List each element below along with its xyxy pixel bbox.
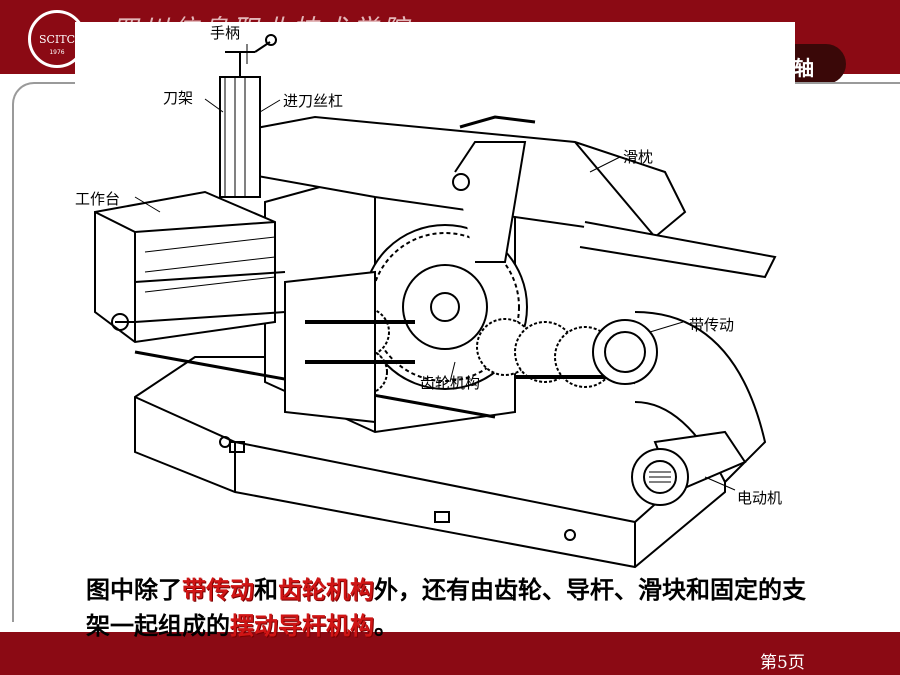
caption-part-4: 。 (374, 612, 398, 640)
caption-part-2: 和 (254, 576, 278, 604)
caption-part-1: 图中除了 (86, 576, 182, 604)
label-gear-mechanism: 齿轮机构 (420, 374, 481, 392)
label-belt-drive: 带传动 (689, 316, 735, 334)
shaper-drawing (94, 34, 777, 569)
caption-highlight-belt-drive: 带传动 (182, 576, 254, 604)
label-motor: 电动机 (737, 489, 783, 507)
label-ram: 滑枕 (623, 148, 654, 166)
label-worktable: 工作台 (75, 190, 121, 208)
caption-highlight-gear-mechanism: 齿轮机构 (278, 576, 374, 604)
caption-text: 图中除了带传动和齿轮机构外，还有由齿轮、导杆、滑块和固定的支架一起组成的摆动导杆… (86, 572, 806, 644)
label-handle: 手柄 (210, 24, 241, 42)
label-tool-holder: 刀架 (163, 89, 194, 107)
caption-part-3: 外，还有由齿轮、导杆、滑块和固定的支架一起组成的 (86, 576, 806, 640)
logo-text: SCITC (38, 33, 76, 46)
footer-bar (0, 632, 900, 675)
label-feed-screw: 进刀丝杠 (283, 92, 344, 110)
page-number: 第5页 (760, 653, 805, 673)
section-tab-label: 轴 (794, 56, 814, 80)
caption-highlight-guide-bar: 摆动导杆机构 (230, 612, 374, 640)
logo-year: 1976 (49, 49, 65, 56)
shaper-machine-figure: 手柄 刀架 进刀丝杠 滑枕 工作台 带传动 齿轮机构 电动机 (75, 22, 795, 577)
